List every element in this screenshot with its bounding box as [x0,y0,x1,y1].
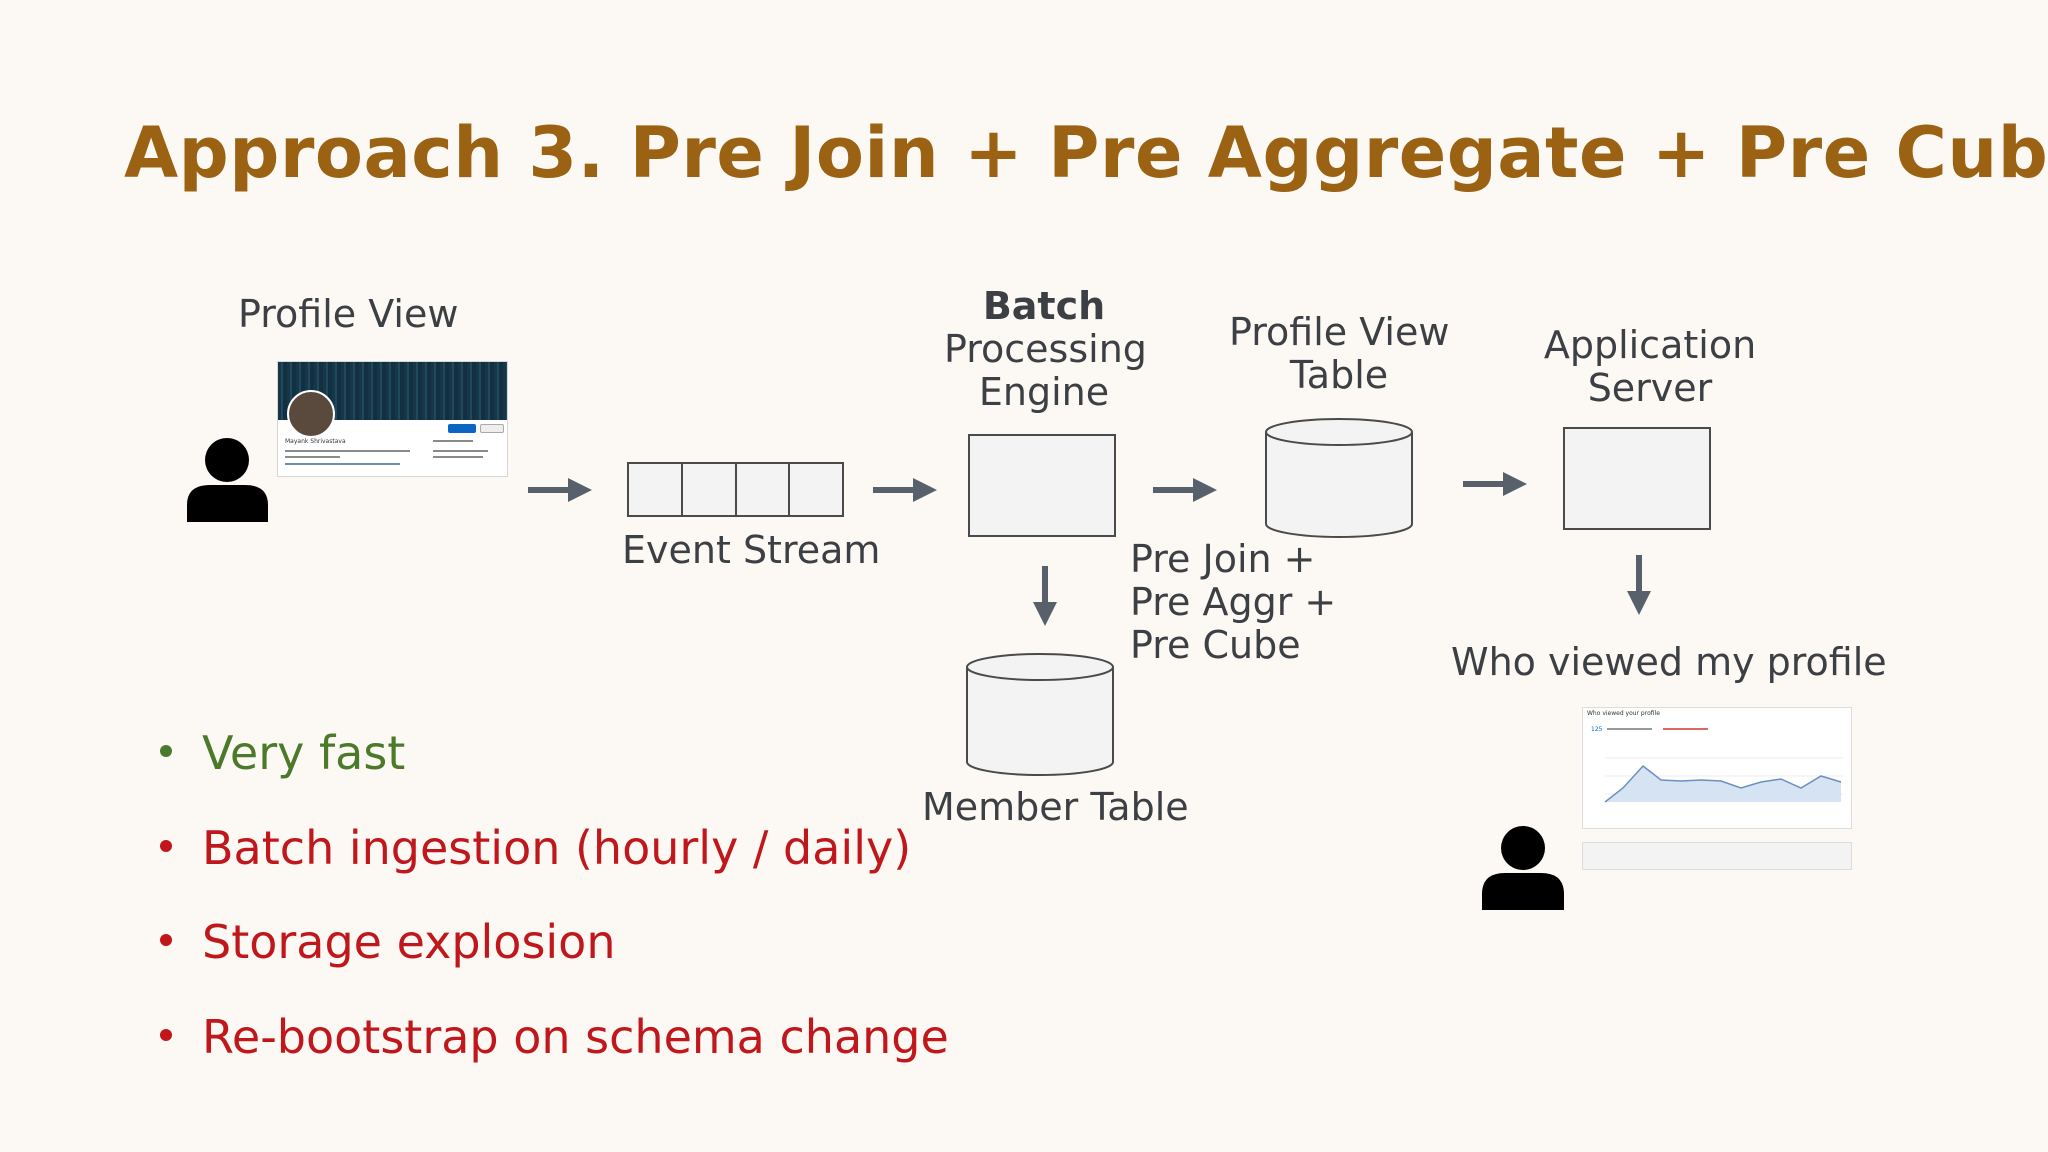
profile-view-label: Profile View [238,292,459,336]
table-label-line: Table [1289,353,1389,397]
application-server-label: Application Server [1527,324,1773,410]
batch-label-line: Processing [944,327,1147,371]
server-label-line: Application [1543,323,1757,367]
pre-ops-line: Pre Join + [1130,537,1316,581]
bullet-dot [160,1028,172,1041]
person-icon-viewer [187,438,268,522]
server-label-line: Server [1587,366,1713,410]
bullet-very-fast: Very fast [160,726,405,780]
batch-engine-label: Batch Processing Engine [944,284,1147,414]
bullet-text: Storage explosion [202,915,616,969]
school-line [433,456,483,458]
flow-arrows [528,472,1651,626]
bullet-dot [160,839,172,852]
slide-title: Approach 3. Pre Join + Pre Aggregate + P… [124,112,2048,194]
bullet-re-bootstrap: Re-bootstrap on schema change [160,1010,949,1064]
bullet-batch-ingestion: Batch ingestion (hourly / daily) [160,821,911,875]
profile-view-table-label: Profile View Table [1229,311,1449,397]
company-line [433,440,473,442]
batch-label-line: Engine [978,370,1110,414]
event-stream-icon [627,462,844,517]
wvmp-sub-line [1607,728,1652,730]
pre-ops-line: Pre Aggr + [1130,580,1337,624]
bullet-storage-explosion: Storage explosion [160,915,615,969]
pre-ops-label: Pre Join + Pre Aggr + Pre Cube [1130,538,1336,667]
bullet-text: Very fast [202,726,406,780]
bullet-dot [160,744,172,757]
application-server-box [1563,427,1711,530]
linkedin-profile-card: Mayank Shrivastava [277,361,508,477]
table-label-line: Profile View [1229,310,1450,354]
batch-engine-box [968,434,1116,537]
wvmp-sparkline [1604,757,1843,803]
school-line [433,450,488,452]
event-stream-label: Event Stream [622,528,881,572]
bullet-text: Batch ingestion (hourly / daily) [202,821,912,875]
headline-line [285,450,410,452]
wvmp-filter-bar [1582,842,1852,870]
profile-view-table-cylinder [1265,418,1413,538]
pre-ops-line: Pre Cube [1130,623,1301,667]
bullet-text: Re-bootstrap on schema change [202,1010,949,1064]
bullet-dot [160,933,172,946]
wvmp-chart-card: Who viewed your profile 125 [1582,707,1852,829]
wvmp-trend-line [1663,728,1708,730]
member-table-cylinder [966,653,1114,776]
message-button [448,424,476,433]
person-icon-profile-owner [1482,826,1564,910]
wvmp-count: 125 [1591,726,1603,733]
batch-label-bold: Batch [982,284,1106,328]
location-line [285,463,400,465]
wvmp-title: Who viewed your profile [1587,710,1660,717]
more-button [480,424,504,433]
member-table-label: Member Table [922,785,1189,829]
who-viewed-label: Who viewed my profile [1451,640,1887,684]
profile-name: Mayank Shrivastava [285,438,346,445]
headline-line [285,456,340,458]
avatar [287,390,335,438]
